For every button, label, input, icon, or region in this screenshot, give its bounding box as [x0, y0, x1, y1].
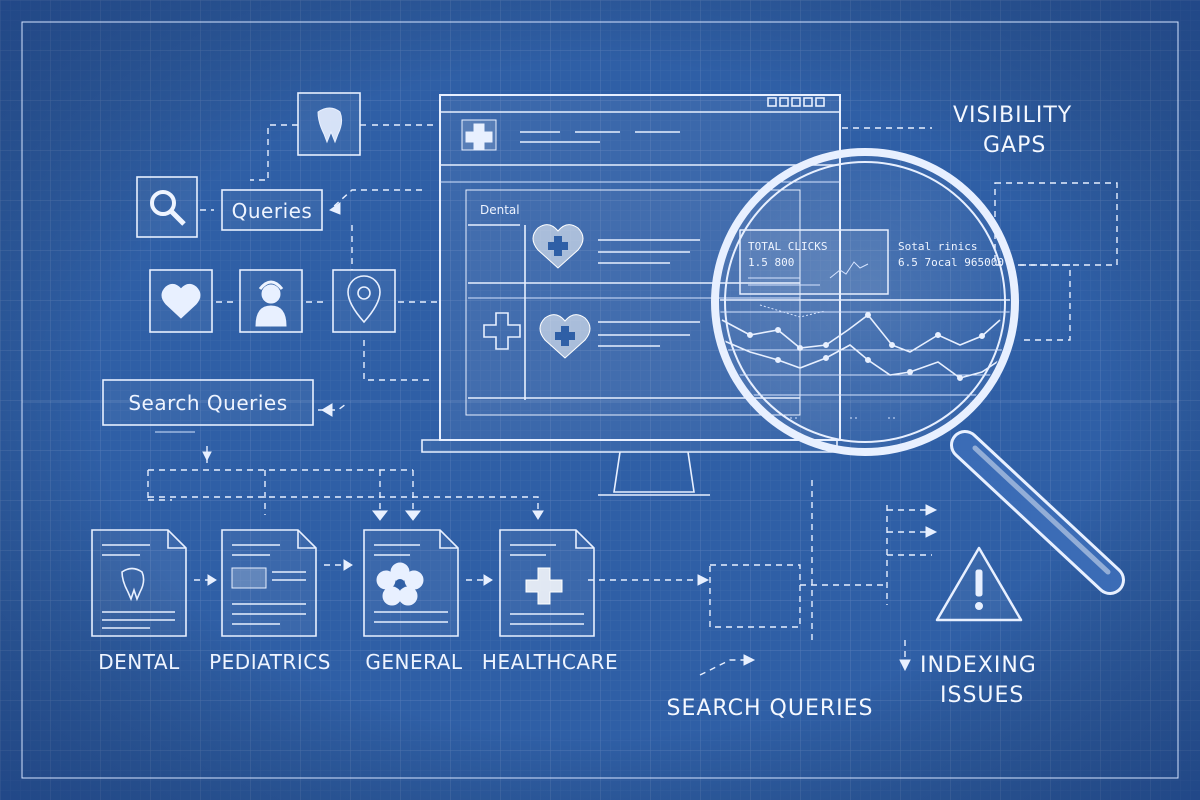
doc-dental-label: DENTAL [98, 650, 180, 674]
search-icon [136, 176, 198, 238]
visibility-label-2: GAPS [983, 133, 1046, 158]
flower-icon [376, 562, 424, 606]
doc-general: GENERAL [363, 529, 463, 674]
search-queries-footer: SEARCH QUERIES [667, 696, 874, 721]
magnifier-icon: TOTAL CLICKS 1.5 800 Sotal rinics 6.5 7o… [711, 148, 1125, 595]
total-other-label: Sotal rinics [898, 240, 977, 253]
doc-healthcare-label: HEALTHCARE [482, 650, 618, 674]
heart-icon [149, 269, 213, 333]
location-pin-icon [332, 269, 396, 333]
indexing-label-2: ISSUES [940, 683, 1024, 708]
queries-box: Queries [221, 189, 323, 231]
indexing-label-1: INDEXING [920, 653, 1037, 678]
search-queries-label: Search Queries [128, 391, 287, 415]
search-queries-box: Search Queries [102, 379, 314, 426]
queries-label: Queries [232, 199, 313, 223]
tooth-icon [121, 567, 145, 602]
total-clicks-label: TOTAL CLICKS [748, 240, 827, 253]
heart-cross-icon [539, 314, 591, 359]
total-other-value: 6.5 7ocal 965000 [898, 256, 1004, 269]
dental-panel-label: Dental [480, 203, 520, 217]
visibility-label-1: VISIBILITY [953, 103, 1072, 128]
medical-cross-icon [525, 567, 563, 605]
doc-healthcare: HEALTHCARE [482, 529, 618, 674]
frame [21, 21, 1179, 779]
doc-pediatrics: PEDIATRICS [209, 529, 331, 674]
warning-icon [935, 546, 1023, 622]
person-icon [239, 269, 303, 333]
total-clicks-value: 1.5 800 [748, 256, 794, 269]
doc-pediatrics-label: PEDIATRICS [209, 650, 331, 674]
doc-general-label: GENERAL [365, 650, 463, 674]
medical-cross-icon [461, 119, 497, 151]
doc-dental: DENTAL [91, 529, 187, 674]
indexing-gap-box [709, 564, 801, 628]
heart-cross-icon [532, 224, 584, 269]
tooth-icon [297, 92, 361, 156]
